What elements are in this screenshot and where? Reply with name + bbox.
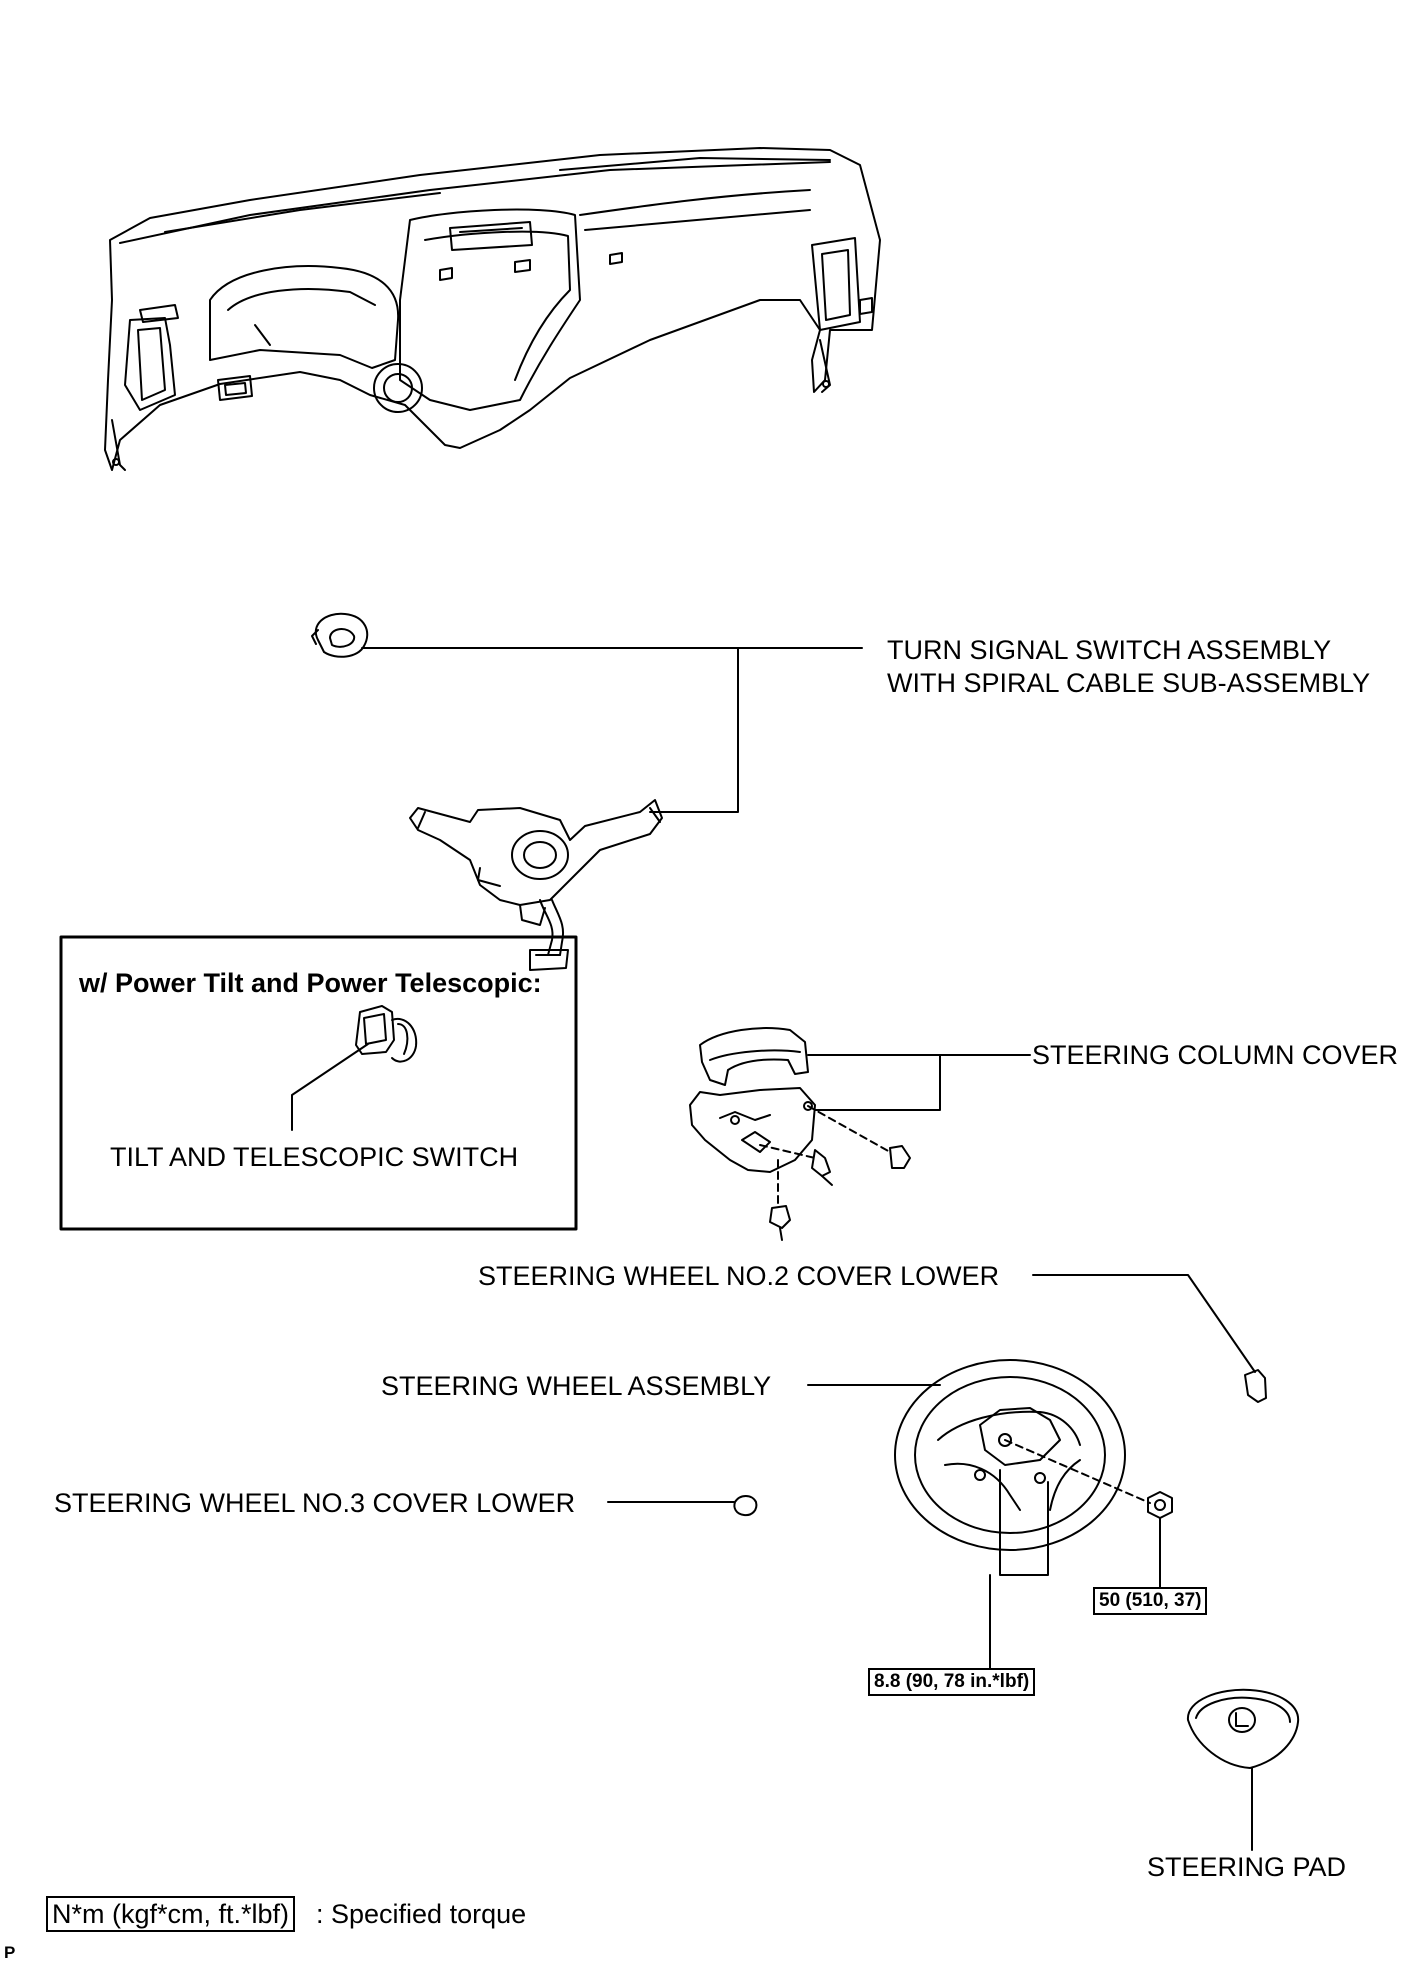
steering-column-cover-drawing [689, 1027, 911, 1241]
leader-lines [361, 647, 1256, 1851]
inset-title: w/ Power Tilt and Power Telescopic: [79, 968, 542, 998]
turn-signal-switch-assembly-drawing [311, 612, 663, 971]
no3-cover-lower-label: STEERING WHEEL NO.3 COVER LOWER [54, 1488, 576, 1518]
turn-signal-switch-label-line1: TURN SIGNAL SWITCH ASSEMBLY [887, 635, 1332, 665]
steering-wheel-assembly-drawing [894, 1359, 1173, 1551]
no2-cover-lower-label: STEERING WHEEL NO.2 COVER LOWER [478, 1261, 1000, 1291]
tilt-telescopic-switch-label: TILT AND TELESCOPIC SWITCH [110, 1142, 519, 1172]
nut-torque-value: 50 (510, 37) [1093, 1587, 1208, 1615]
screw-torque-value: 8.8 (90, 78 in.*lbf) [868, 1668, 1036, 1696]
steering-pad-drawing [1186, 1688, 1300, 1769]
no2-cover-lower-drawing [1244, 1369, 1267, 1403]
corner-mark: P [4, 1943, 16, 1962]
torque-legend-unit: N*m (kgf*cm, ft.*lbf) [46, 1896, 296, 1932]
tilt-telescopic-switch-drawing [355, 1005, 395, 1055]
torque-legend-description: : Specified torque [316, 1899, 527, 1929]
inset-box [59, 935, 578, 1231]
no3-cover-lower-drawing [733, 1495, 758, 1517]
steering-wheel-assembly-label: STEERING WHEEL ASSEMBLY [381, 1371, 772, 1401]
steering-pad-label: STEERING PAD [1147, 1852, 1347, 1882]
steering-column-cover-label: STEERING COLUMN COVER [1032, 1040, 1399, 1070]
turn-signal-switch-label-line2: WITH SPIRAL CABLE SUB-ASSEMBLY [887, 668, 1371, 698]
instrument-panel-drawing [104, 147, 881, 471]
